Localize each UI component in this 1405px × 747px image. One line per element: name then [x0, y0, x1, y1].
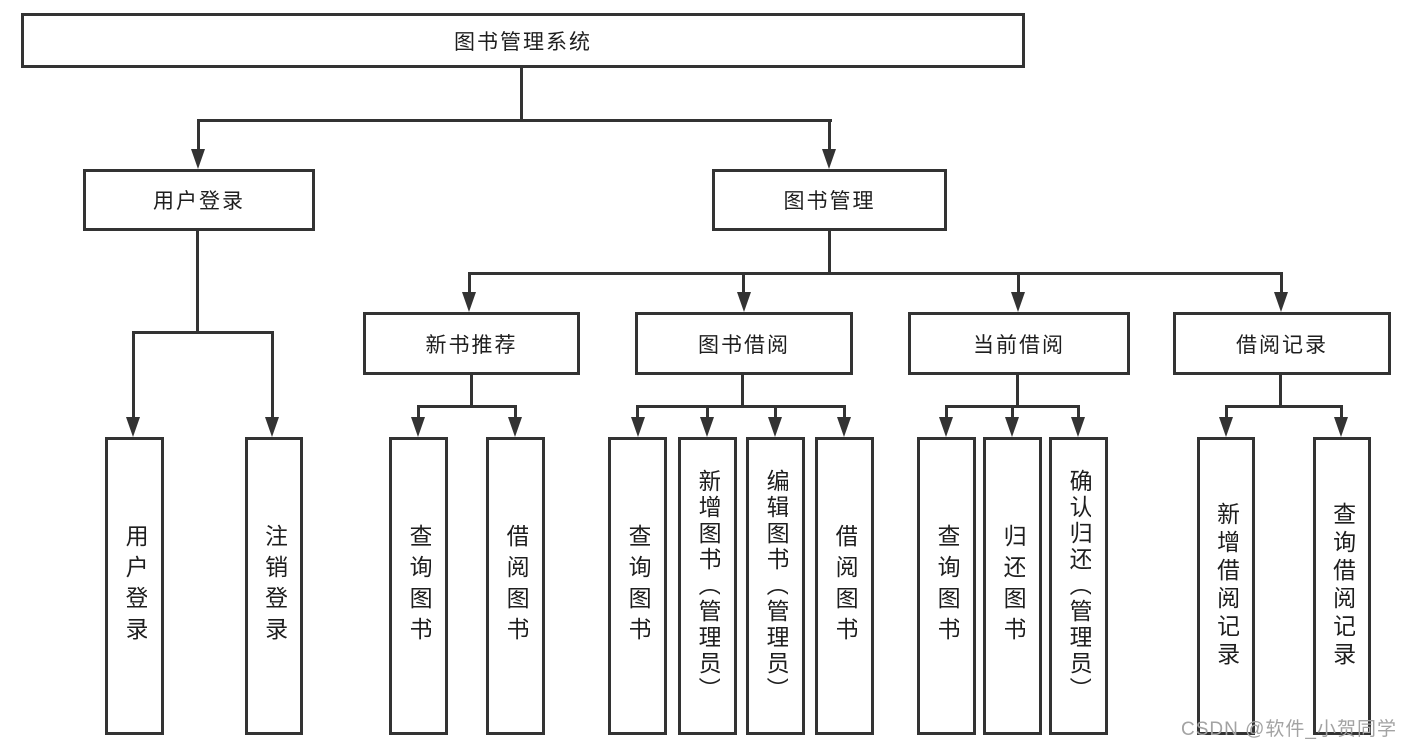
arrow-down-icon — [126, 417, 140, 437]
leaf-current-return-books: 归还图书 — [983, 437, 1042, 735]
arrow-down-icon — [1011, 292, 1025, 312]
connector — [1279, 375, 1282, 408]
leaf-logout: 注销登录 — [245, 437, 303, 735]
leaf-label: 编辑图书（管理员） — [763, 469, 789, 703]
leaf-records-add-borrow-record: 新增借阅记录 — [1197, 437, 1255, 735]
connector — [828, 231, 831, 275]
leaf-label: 查询图书 — [406, 524, 432, 648]
arrow-down-icon — [822, 149, 836, 169]
connector — [1077, 405, 1080, 419]
leaf-recommend-query-books: 查询图书 — [389, 437, 448, 735]
connector — [742, 272, 745, 294]
leaf-label: 新增借阅记录 — [1213, 502, 1239, 670]
node-user-login: 用户登录 — [83, 169, 315, 231]
connector — [636, 405, 639, 419]
node-root-system: 图书管理系统 — [21, 13, 1025, 68]
arrow-down-icon — [191, 149, 205, 169]
connector — [271, 331, 274, 419]
connector — [196, 231, 199, 333]
leaf-borrowing-add-books-admin: 新增图书（管理员） — [678, 437, 737, 735]
arrow-down-icon — [265, 417, 279, 437]
node-borrow-records: 借阅记录 — [1173, 312, 1391, 375]
leaf-current-query-books: 查询图书 — [917, 437, 976, 735]
connector — [1017, 272, 1020, 294]
connector — [741, 375, 744, 408]
connector — [706, 405, 709, 419]
node-book-management: 图书管理 — [712, 169, 947, 231]
connector — [417, 405, 517, 408]
arrow-down-icon — [1005, 417, 1019, 437]
arrow-down-icon — [462, 292, 476, 312]
connector — [520, 68, 523, 120]
leaf-label: 借阅图书 — [503, 524, 529, 648]
arrow-down-icon — [768, 417, 782, 437]
connector — [1280, 272, 1283, 294]
arrow-down-icon — [737, 292, 751, 312]
connector — [774, 405, 777, 419]
connector — [636, 405, 846, 408]
connector — [1340, 405, 1343, 419]
node-book-borrowing: 图书借阅 — [635, 312, 853, 375]
leaf-borrowing-edit-books-admin: 编辑图书（管理员） — [746, 437, 805, 735]
connector — [197, 119, 832, 122]
leaf-label: 查询借阅记录 — [1329, 502, 1355, 670]
connector — [132, 331, 135, 419]
arrow-down-icon — [700, 417, 714, 437]
node-current-borrowing: 当前借阅 — [908, 312, 1130, 375]
connector — [1225, 405, 1343, 408]
leaf-recommend-borrow-books: 借阅图书 — [486, 437, 545, 735]
arrow-down-icon — [1274, 292, 1288, 312]
connector — [197, 119, 200, 151]
arrow-down-icon — [939, 417, 953, 437]
connector — [470, 375, 473, 408]
connector — [468, 272, 1283, 275]
leaf-label: 借阅图书 — [832, 524, 858, 648]
connector — [945, 405, 948, 419]
leaf-borrowing-borrow-books: 借阅图书 — [815, 437, 874, 735]
leaf-user-login: 用户登录 — [105, 437, 164, 735]
leaf-label: 查询图书 — [625, 524, 651, 648]
leaf-label: 注销登录 — [261, 524, 287, 648]
connector — [828, 119, 831, 151]
leaf-records-query-borrow-record: 查询借阅记录 — [1313, 437, 1371, 735]
arrow-down-icon — [1071, 417, 1085, 437]
arrow-down-icon — [1334, 417, 1348, 437]
connector — [843, 405, 846, 419]
leaf-label: 确认归还（管理员） — [1066, 469, 1092, 703]
connector — [417, 405, 420, 419]
arrow-down-icon — [411, 417, 425, 437]
arrow-down-icon — [837, 417, 851, 437]
connector — [468, 272, 471, 294]
leaf-label: 查询图书 — [934, 524, 960, 648]
connector — [1016, 375, 1019, 408]
connector — [1225, 405, 1228, 419]
connector — [514, 405, 517, 419]
connector — [132, 331, 274, 334]
leaf-label: 归还图书 — [1000, 524, 1026, 648]
arrow-down-icon — [508, 417, 522, 437]
leaf-current-confirm-return-admin: 确认归还（管理员） — [1049, 437, 1108, 735]
leaf-label: 新增图书（管理员） — [695, 469, 721, 703]
connector — [1011, 405, 1014, 419]
leaf-label: 用户登录 — [122, 524, 148, 648]
arrow-down-icon — [1219, 417, 1233, 437]
leaf-borrowing-query-books: 查询图书 — [608, 437, 667, 735]
node-new-book-recommend: 新书推荐 — [363, 312, 580, 375]
arrow-down-icon — [631, 417, 645, 437]
csdn-watermark: CSDN @软件_小贺同学 — [1181, 719, 1397, 740]
